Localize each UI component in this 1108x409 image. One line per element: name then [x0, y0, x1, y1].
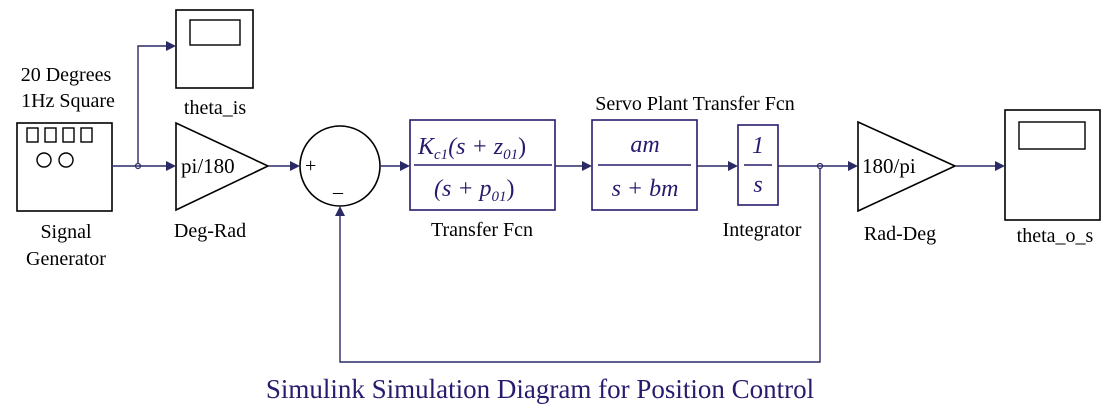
deg-rad-gain-value: pi/180 — [181, 154, 235, 178]
rad-deg-gain-block[interactable]: 180/pi — [857, 120, 957, 213]
transfer-fcn-denominator: (s + p01) — [434, 176, 515, 205]
theta-is-scope-block[interactable] — [175, 9, 254, 89]
integrator-numerator: 1 — [752, 133, 764, 159]
integrator-label: Integrator — [723, 219, 802, 241]
integrator-denominator: s — [753, 172, 762, 198]
sum-block[interactable]: + – — [299, 125, 381, 207]
signal-generator-label-line1: Signal — [40, 221, 92, 243]
rad-deg-label: Rad-Deg — [864, 223, 936, 245]
servo-plant-block[interactable]: am s + bm — [591, 119, 698, 211]
integrator-block[interactable]: 1 s — [737, 124, 779, 206]
deg-rad-gain-block[interactable]: pi/180 — [175, 121, 270, 212]
theta-is-label: theta_is — [184, 97, 246, 119]
transfer-fcn-label: Transfer Fcn — [431, 219, 533, 241]
servo-plant-denominator: s + bm — [612, 176, 679, 202]
signal-wires — [112, 41, 1005, 363]
transfer-fcn-numerator: Kc1(s + z01) — [417, 134, 526, 163]
deg-rad-label: Deg-Rad — [174, 220, 246, 242]
theta-o-s-scope-block[interactable] — [1004, 109, 1101, 221]
theta-o-s-label: theta_o_s — [1017, 225, 1094, 247]
sum-minus-sign: – — [332, 181, 344, 203]
sum-plus-sign: + — [305, 155, 316, 177]
transfer-fcn-block[interactable]: Kc1(s + z01) (s + p01) — [409, 119, 556, 211]
signal-generator-label-line2: Generator — [26, 248, 106, 270]
rad-deg-gain-value: 180/pi — [862, 154, 916, 178]
diagram-caption: Simulink Simulation Diagram for Position… — [266, 374, 814, 404]
signal-generator-block[interactable] — [16, 122, 113, 212]
signal-generator-note-line2: 1Hz Square — [21, 90, 115, 112]
signal-generator-note-line1: 20 Degrees — [21, 64, 112, 86]
servo-plant-label: Servo Plant Transfer Fcn — [595, 93, 794, 115]
servo-plant-numerator: am — [630, 132, 659, 158]
